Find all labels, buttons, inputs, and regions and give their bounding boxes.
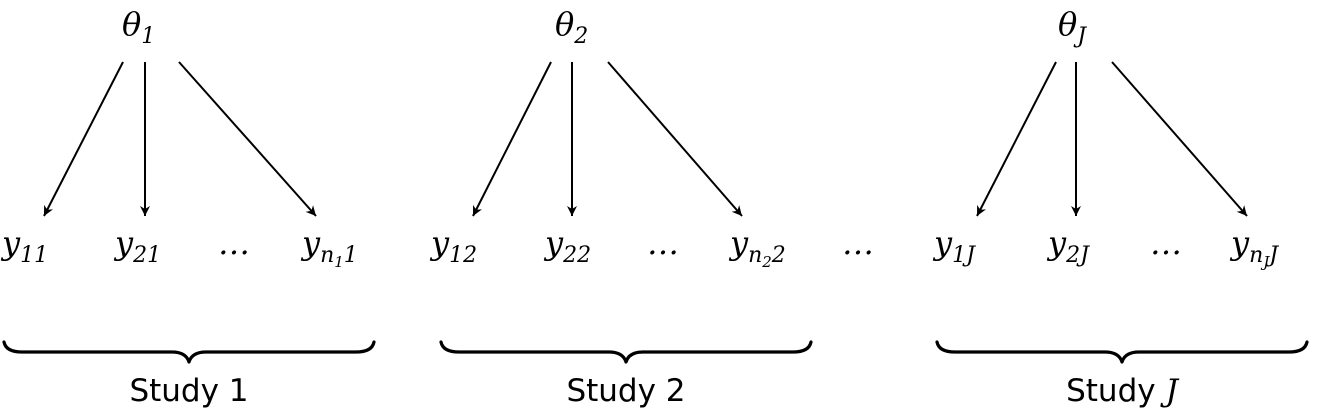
study-label-2: Study 2 bbox=[566, 373, 685, 409]
child-node-y22: y22 bbox=[543, 224, 591, 268]
edge-theta2-yn2 bbox=[607, 61, 743, 217]
child-ellipsis: … bbox=[218, 224, 250, 262]
child-node-ynJ: ynJJ bbox=[1229, 224, 1279, 271]
child-node-y12: y12 bbox=[429, 224, 477, 268]
edge-thetaJ-ynJ bbox=[1111, 61, 1248, 217]
parent-node-theta-2: θ2 bbox=[555, 5, 588, 49]
edge-thetaJ-y1J bbox=[976, 61, 1057, 217]
edge-theta1-y11 bbox=[43, 61, 124, 217]
child-node-yn1: yn11 bbox=[300, 224, 358, 271]
edge-theta2-y12 bbox=[472, 61, 552, 217]
child-node-y2J: y2J bbox=[1046, 224, 1090, 268]
child-node-y11: y11 bbox=[0, 224, 48, 268]
study-label-1: Study 1 bbox=[129, 373, 248, 409]
study-brace-2 bbox=[439, 340, 813, 364]
child-ellipsis: … bbox=[647, 224, 679, 262]
parent-node-theta-j: θJ bbox=[1058, 5, 1087, 49]
child-node-y21: y21 bbox=[113, 224, 161, 268]
study-group-j: θJ y1J y2J … ynJJ Study J bbox=[932, 5, 1309, 409]
between-studies-ellipsis: … bbox=[842, 224, 874, 262]
study-brace-1 bbox=[2, 340, 376, 364]
study-label-j: Study J bbox=[1066, 373, 1179, 409]
child-node-yn2: yn22 bbox=[728, 224, 786, 271]
edge-theta1-yn1 bbox=[178, 61, 317, 217]
study-brace-j bbox=[935, 340, 1309, 364]
child-node-y1J: y1J bbox=[932, 224, 976, 268]
study-group-1: θ1 y11 y21 … yn11 Study 1 bbox=[0, 5, 376, 409]
parent-node-theta-1: θ1 bbox=[122, 5, 155, 49]
child-ellipsis: … bbox=[1150, 224, 1182, 262]
study-group-2: θ2 y12 y22 … yn22 Study 2 bbox=[429, 5, 813, 409]
